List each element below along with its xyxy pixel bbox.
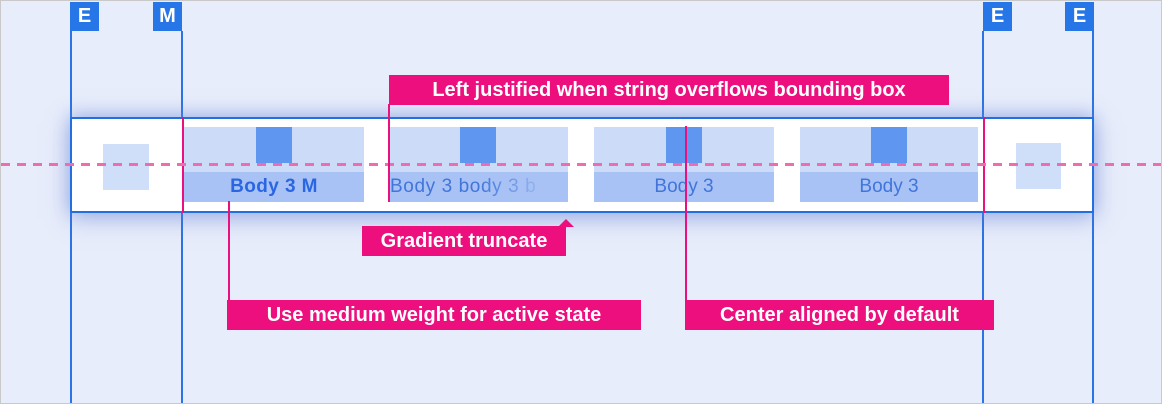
nav-placeholder-right[interactable] [1016,143,1061,189]
annotation-gradient-truncate-text: Gradient truncate [380,230,548,252]
tab-label-band: Body 3 [594,172,774,202]
guide-line-edge-left [70,31,72,403]
spacing-marker-e-right1: E [983,2,1012,31]
tab-label-band: Body 3 body 3 b [388,172,568,202]
guide-line-margin-right [982,31,984,403]
annotation-left-justified: Left justified when string overflows bou… [389,75,949,105]
spacing-marker-e-right2: E [1065,2,1094,31]
connector-left-justified [388,104,390,202]
guide-line-edge-right [1092,31,1094,403]
guide-line-margin-left [181,31,183,403]
gradient-truncate-overlay [478,172,568,202]
pointer-up-icon [558,219,574,227]
tab-label: Body 3 [859,176,919,197]
tab-icon-placeholder [460,127,496,163]
annotation-medium-weight: Use medium weight for active state [227,300,641,330]
nav-placeholder-left[interactable] [103,144,149,190]
tab-label: Body 3 [654,176,714,197]
tab-label-band: Body 3 [800,172,978,202]
spacing-marker-e-left: E [70,2,99,31]
spacing-marker-m: M [153,2,182,31]
tab-label: Body 3 M [230,176,318,197]
annotation-gradient-truncate: Gradient truncate [362,219,574,256]
tab-icon-placeholder [666,127,702,163]
tab-icon-placeholder [871,127,907,163]
tab-icon-placeholder [256,127,292,163]
baseline-dashed-line [1,163,1161,166]
connector-medium-weight [228,201,230,300]
tab-label-band: Body 3 M [184,172,364,202]
connector-center-aligned [685,126,687,300]
annotation-center-aligned: Center aligned by default [685,300,994,330]
